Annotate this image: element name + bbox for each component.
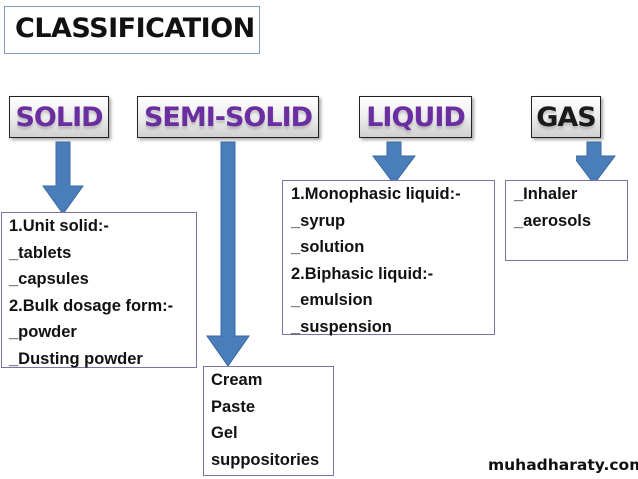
gas-items-box: _Inhaler _aerosols <box>505 180 628 261</box>
arrow-down-icon-semisolid <box>206 141 250 367</box>
watermark-brand: muhadharaty.com <box>488 456 638 474</box>
category-semisolid: SEMI-SOLID <box>137 96 319 138</box>
liquid-item: _emulsion <box>291 291 373 309</box>
category-semisolid-label: SEMI-SOLID <box>143 101 313 133</box>
solid-item: _powder <box>9 323 77 341</box>
semisolid-item: suppositories <box>211 450 320 469</box>
category-liquid: LIQUID <box>359 96 472 138</box>
category-gas-label: GAS <box>536 101 597 133</box>
liquid-item: _syrup <box>291 211 346 230</box>
solid-item: _tablets <box>9 243 72 262</box>
solid-item: _capsules <box>9 270 89 288</box>
liquid-item: _solution <box>291 238 365 256</box>
liquid-items-box: 1.Monophasic liquid:- _syrup _solution 2… <box>282 180 495 336</box>
solid-item: _Dusting powder <box>9 349 143 368</box>
title-box: CLASSIFICATION <box>4 6 260 54</box>
semisolid-item: Cream <box>211 371 263 389</box>
arrow-down-icon-solid <box>42 141 84 215</box>
category-solid-label: SOLID <box>15 101 103 133</box>
solid-items-box: 1.Unit solid:- _tablets _capsules 2.Bulk… <box>1 212 197 368</box>
diagram-title: CLASSIFICATION <box>15 13 255 44</box>
liquid-item: 2.Biphasic liquid:- <box>291 264 434 283</box>
semisolid-item: Gel <box>211 424 238 442</box>
solid-item: 1.Unit solid:- <box>9 217 109 235</box>
arrow-down-icon-gas <box>576 141 616 185</box>
semisolid-item: Paste <box>211 397 256 416</box>
gas-item: _Inhaler <box>514 185 578 203</box>
category-gas: GAS <box>531 96 601 138</box>
arrow-down-icon-liquid <box>372 141 416 185</box>
gas-item: _aerosols <box>514 211 592 230</box>
category-liquid-label: LIQUID <box>366 101 466 133</box>
liquid-item: 1.Monophasic liquid:- <box>291 185 461 203</box>
semisolid-items-box: Cream Paste Gel suppositories <box>203 366 334 476</box>
solid-item: 2.Bulk dosage form:- <box>9 296 174 315</box>
category-solid: SOLID <box>9 96 109 138</box>
liquid-item: _suspension <box>291 317 392 336</box>
